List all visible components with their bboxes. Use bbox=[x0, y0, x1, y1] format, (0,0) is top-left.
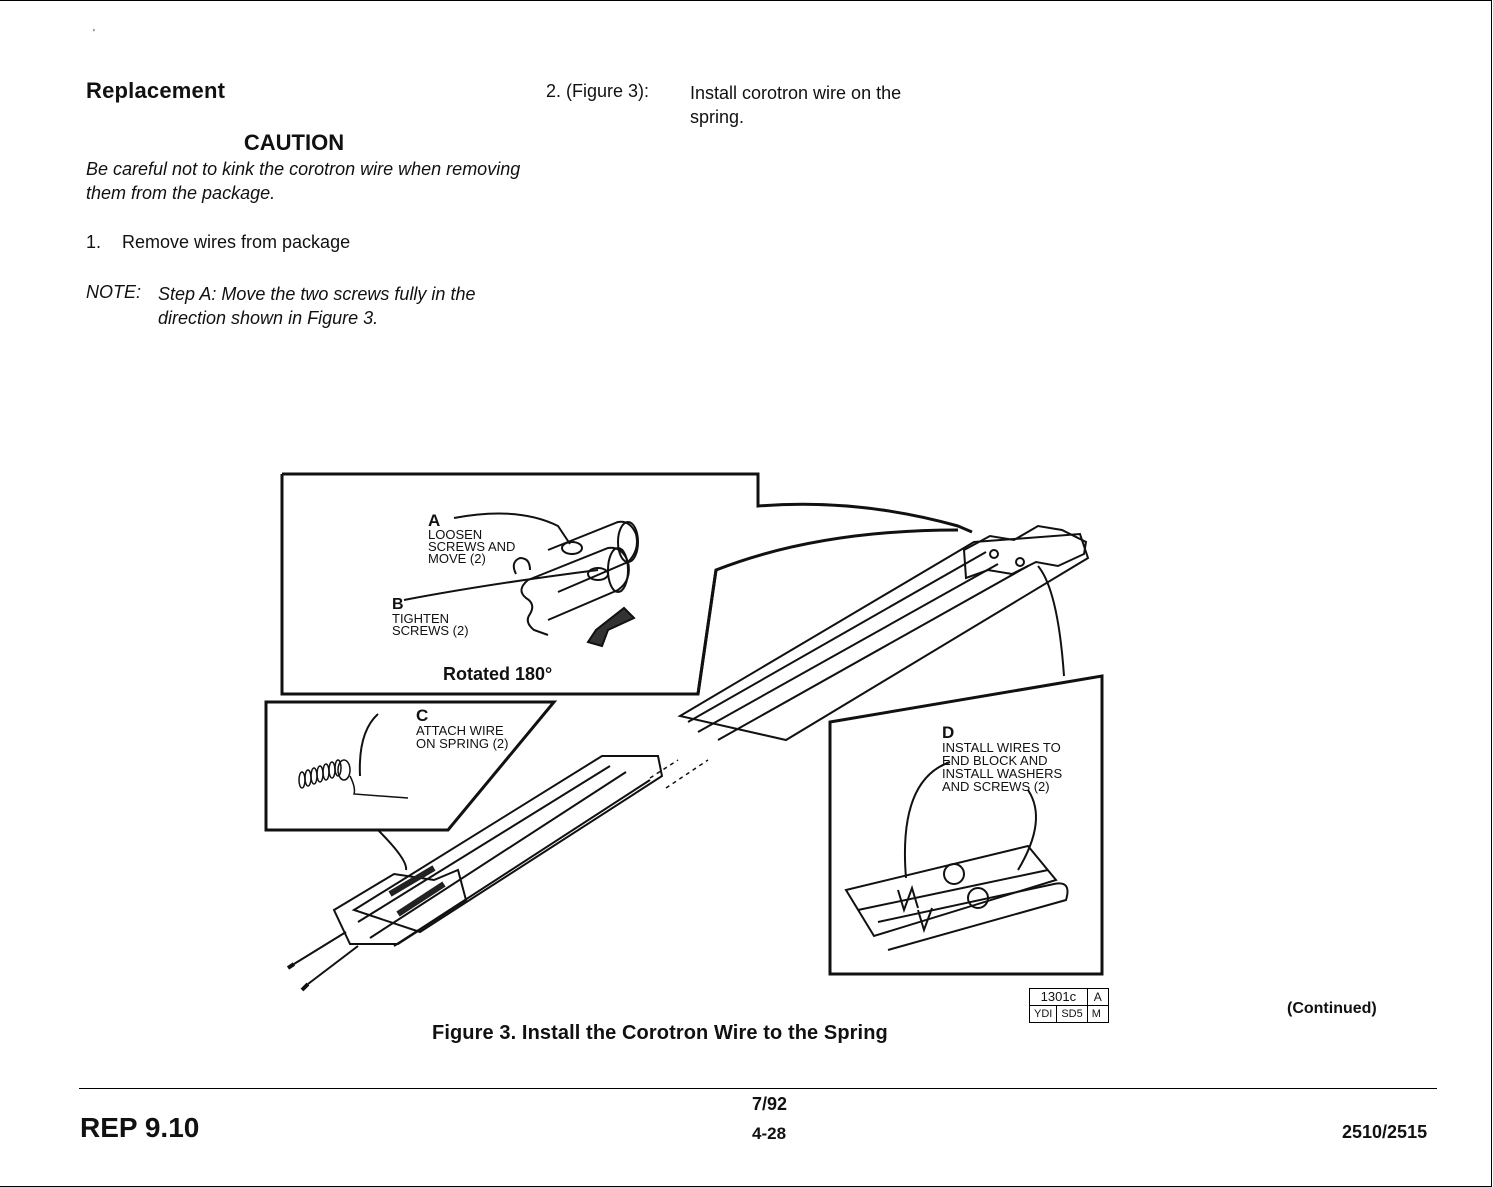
footer-rule bbox=[79, 1088, 1437, 1089]
inset-box-ab bbox=[282, 472, 973, 534]
callout-d-line1: INSTALL WIRES TO bbox=[942, 740, 1061, 755]
callout-c-line2: ON SPRING (2) bbox=[416, 736, 509, 751]
figure-code-rev: A bbox=[1086, 988, 1109, 1006]
figure-code-c2: SD5 bbox=[1056, 1005, 1088, 1023]
callout-b-letter: B bbox=[392, 596, 404, 613]
corotron-rail-upper bbox=[677, 524, 1090, 742]
callout-d-line2: END BLOCK AND bbox=[942, 753, 1048, 768]
callout-c-letter: C bbox=[416, 706, 429, 725]
caution-text: Be careful not to kink the corotron wire… bbox=[86, 159, 521, 203]
figure-caption: Figure 3. Install the Corotron Wire to t… bbox=[432, 1022, 888, 1044]
callout-d: D INSTALL WIRES TO END BLOCK AND INSTALL… bbox=[942, 724, 1062, 793]
inset-box-d bbox=[828, 674, 1104, 976]
footer-section: REP 9.10 bbox=[80, 1112, 200, 1143]
note-label: NOTE: bbox=[86, 282, 142, 302]
callout-a-letter: A bbox=[428, 511, 441, 530]
callout-a: A LOOSEN SCREWS AND MOVE (2) bbox=[428, 512, 515, 565]
note-text: Step A: Move the two screws fully in the… bbox=[158, 284, 476, 328]
figure-code-box: 1301c A YDI SD5 M bbox=[1028, 988, 1109, 1023]
section-heading: Replacement bbox=[86, 78, 226, 103]
callout-c: C ATTACH WIRE ON SPRING (2) bbox=[416, 707, 508, 750]
step2-text: Install corotron wire on the spring. bbox=[690, 83, 902, 127]
footer-page: 4-28 bbox=[752, 1124, 787, 1143]
figure-illustration bbox=[264, 472, 1104, 992]
callout-a-line3: MOVE (2) bbox=[428, 551, 486, 566]
figure-code-c3: M bbox=[1086, 1005, 1109, 1023]
inset-box-c bbox=[264, 700, 558, 832]
step1-number: 1. bbox=[86, 232, 102, 252]
callout-d-line3: INSTALL WASHERS bbox=[942, 766, 1063, 781]
callout-a-line1: LOOSEN bbox=[428, 527, 483, 542]
figure-code-c1: YDI bbox=[1028, 1005, 1058, 1023]
spring-coil bbox=[298, 759, 409, 799]
callout-b: B TIGHTEN SCREWS (2) bbox=[392, 596, 469, 637]
corotron-rail-lower bbox=[286, 755, 664, 992]
continued-label: (Continued) bbox=[1287, 1000, 1377, 1017]
callout-d-line4: AND SCREWS (2) bbox=[942, 779, 1050, 794]
callout-c-line1: ATTACH WIRE bbox=[416, 723, 504, 738]
step2-number: 2. (Figure 3): bbox=[546, 81, 650, 101]
end-block-drawing bbox=[844, 844, 1069, 951]
footer-model: 2510/2515 bbox=[1342, 1122, 1428, 1142]
caution-heading: CAUTION bbox=[243, 130, 345, 155]
callout-d-letter: D bbox=[942, 723, 955, 742]
callout-b-line1: TIGHTEN bbox=[392, 611, 450, 626]
scan-speck: ' bbox=[93, 28, 95, 39]
footer-date: 7/92 bbox=[752, 1094, 788, 1114]
inset-rotation-label: Rotated 180° bbox=[443, 664, 553, 684]
callout-a-line2: SCREWS AND bbox=[428, 539, 516, 554]
figure-code-id: 1301c bbox=[1029, 988, 1088, 1006]
inset-cylinder-drawing bbox=[512, 520, 639, 636]
callout-b-line2: SCREWS (2) bbox=[392, 623, 469, 638]
step1-text: Remove wires from package bbox=[122, 232, 351, 252]
direction-arrow bbox=[586, 606, 636, 648]
